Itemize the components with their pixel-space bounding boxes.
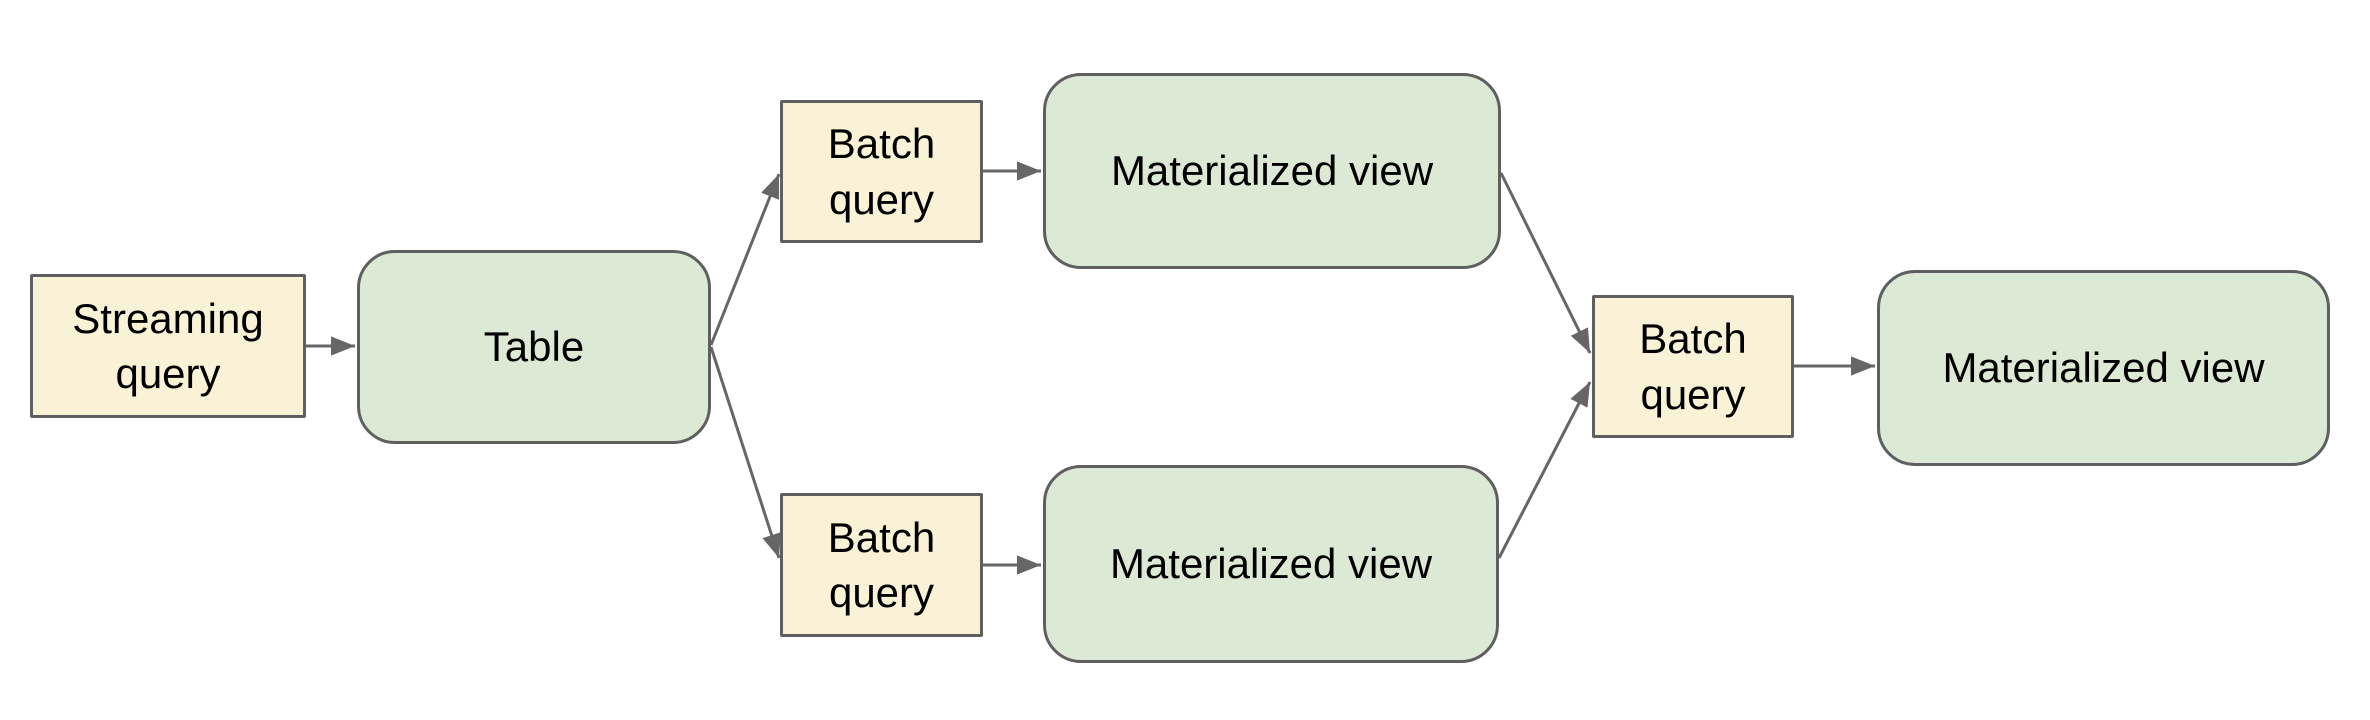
node-batch-query-top: Batch query (780, 100, 983, 243)
node-materialized-view-bottom-label: Materialized view (1109, 540, 1433, 588)
node-materialized-view-bottom: Materialized view (1043, 465, 1499, 663)
node-batch-query-top-label: Batch query (827, 120, 936, 223)
edge-table-to-batch-query-top (709, 173, 781, 346)
node-streaming-query: Streaming query (30, 274, 306, 418)
node-materialized-view-final-label: Materialized view (1942, 344, 2265, 392)
edge-materialized-view-bottom-to-batch-query-right (1497, 381, 1592, 559)
node-batch-query-bottom: Batch query (780, 493, 983, 637)
node-materialized-view-final: Materialized view (1877, 270, 2330, 466)
node-batch-query-bottom-label: Batch query (827, 513, 936, 616)
node-table: Table (357, 250, 711, 444)
node-table-label: Table (483, 323, 585, 371)
node-materialized-view-top-label: Materialized view (1110, 147, 1434, 195)
node-materialized-view-top: Materialized view (1043, 73, 1501, 269)
node-batch-query-right: Batch query (1592, 295, 1794, 438)
edge-materialized-view-top-to-batch-query-right (1499, 172, 1592, 354)
node-batch-query-right-label: Batch query (1639, 315, 1747, 418)
node-streaming-query-label: Streaming query (72, 294, 264, 397)
edge-table-to-batch-query-bottom (709, 346, 781, 559)
